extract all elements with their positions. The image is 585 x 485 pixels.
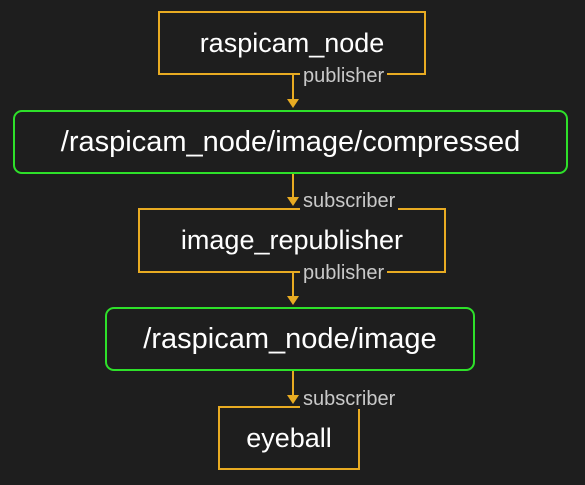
- edge-arrowhead-4: [287, 395, 299, 404]
- node-eyeball[interactable]: eyeball: [218, 406, 360, 470]
- node-label-eyeball: eyeball: [246, 422, 332, 453]
- topic-raspicam-node-image[interactable]: /raspicam_node/image: [105, 307, 475, 371]
- node-raspicam-node[interactable]: raspicam_node: [158, 11, 426, 75]
- node-label-image-republisher: image_republisher: [180, 225, 404, 255]
- edge-label-subscriber-1: subscriber: [300, 191, 399, 211]
- topic-label-compressed: /raspicam_node/image/compressed: [60, 125, 521, 158]
- node-label-raspicam-node: raspicam_node: [199, 27, 385, 58]
- edge-label-subscriber-2: subscriber: [300, 389, 399, 409]
- edge-arrowhead-1: [287, 99, 299, 108]
- edge-label-publisher-1: publisher: [300, 66, 388, 86]
- edge-label-publisher-2: publisher: [300, 263, 388, 283]
- edge-arrowhead-2: [287, 197, 299, 206]
- node-image-republisher[interactable]: image_republisher: [138, 208, 446, 273]
- edge-arrowhead-3: [287, 296, 299, 305]
- topic-label-image: /raspicam_node/image: [143, 322, 437, 355]
- topic-raspicam-node-image-compressed[interactable]: /raspicam_node/image/compressed: [13, 110, 568, 174]
